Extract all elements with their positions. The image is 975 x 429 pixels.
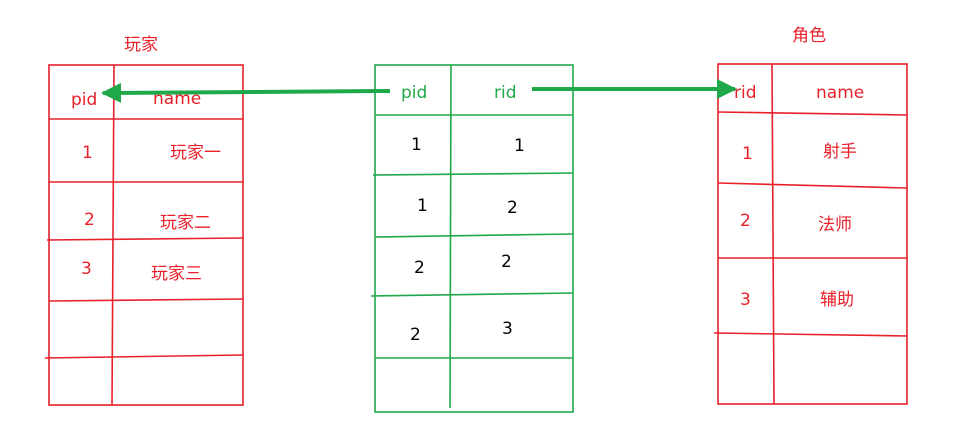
link-header-rid: rid: [494, 83, 517, 103]
player-table-row-line: [46, 237, 244, 241]
role-table-title: 角色: [792, 26, 826, 46]
role-cell-name: 射手: [823, 142, 857, 162]
link-table-border: [374, 64, 574, 413]
link-cell-rid: 1: [514, 136, 525, 156]
role-cell-rid: 3: [740, 290, 751, 310]
link-cell-rid: 3: [502, 319, 513, 339]
player-table-title: 玩家: [124, 35, 158, 55]
role-table: 角色 rid name 1 射手 2 法师 3 辅助: [713, 26, 908, 405]
role-table-row-line: [717, 111, 908, 116]
link-cell-rid: 2: [501, 252, 512, 272]
player-cell-name: 玩家二: [160, 213, 211, 233]
player-cell-pid: 3: [81, 259, 92, 279]
player-table-row-line: [44, 354, 244, 359]
link-header-pid: pid: [401, 83, 427, 103]
link-cell-pid: 2: [414, 258, 425, 278]
role-table-row-line: [713, 332, 908, 337]
player-header-pid: pid: [71, 90, 97, 110]
role-table-col-divider: [771, 63, 775, 405]
link-table: pid rid 1 1 1 2 2 2 2 3: [370, 64, 574, 413]
role-cell-name: 辅助: [820, 290, 854, 310]
player-cell-name: 玩家三: [151, 264, 202, 284]
player-cell-pid: 1: [82, 143, 93, 163]
role-cell-rid: 2: [740, 211, 751, 231]
link-cell-pid: 2: [410, 325, 421, 345]
role-header-name: name: [816, 83, 864, 103]
role-table-border: [717, 63, 908, 405]
role-cell-name: 法师: [818, 215, 852, 235]
role-cell-rid: 1: [742, 144, 753, 164]
player-cell-pid: 2: [84, 210, 95, 230]
player-cell-name: 玩家一: [170, 143, 221, 163]
player-table-row-line: [48, 298, 244, 302]
role-table-row-line: [717, 182, 908, 189]
role-header-rid: rid: [734, 83, 757, 103]
link-table-row-line: [374, 233, 574, 238]
link-cell-pid: 1: [411, 135, 422, 155]
arrow-link-pid-to-player-pid: [101, 82, 391, 103]
player-table-border: [48, 64, 244, 406]
link-table-row-line: [372, 172, 574, 176]
link-cell-rid: 2: [507, 198, 518, 218]
link-cell-pid: 1: [417, 196, 428, 216]
player-table-col-divider: [111, 64, 115, 406]
link-table-row-line: [370, 292, 574, 297]
